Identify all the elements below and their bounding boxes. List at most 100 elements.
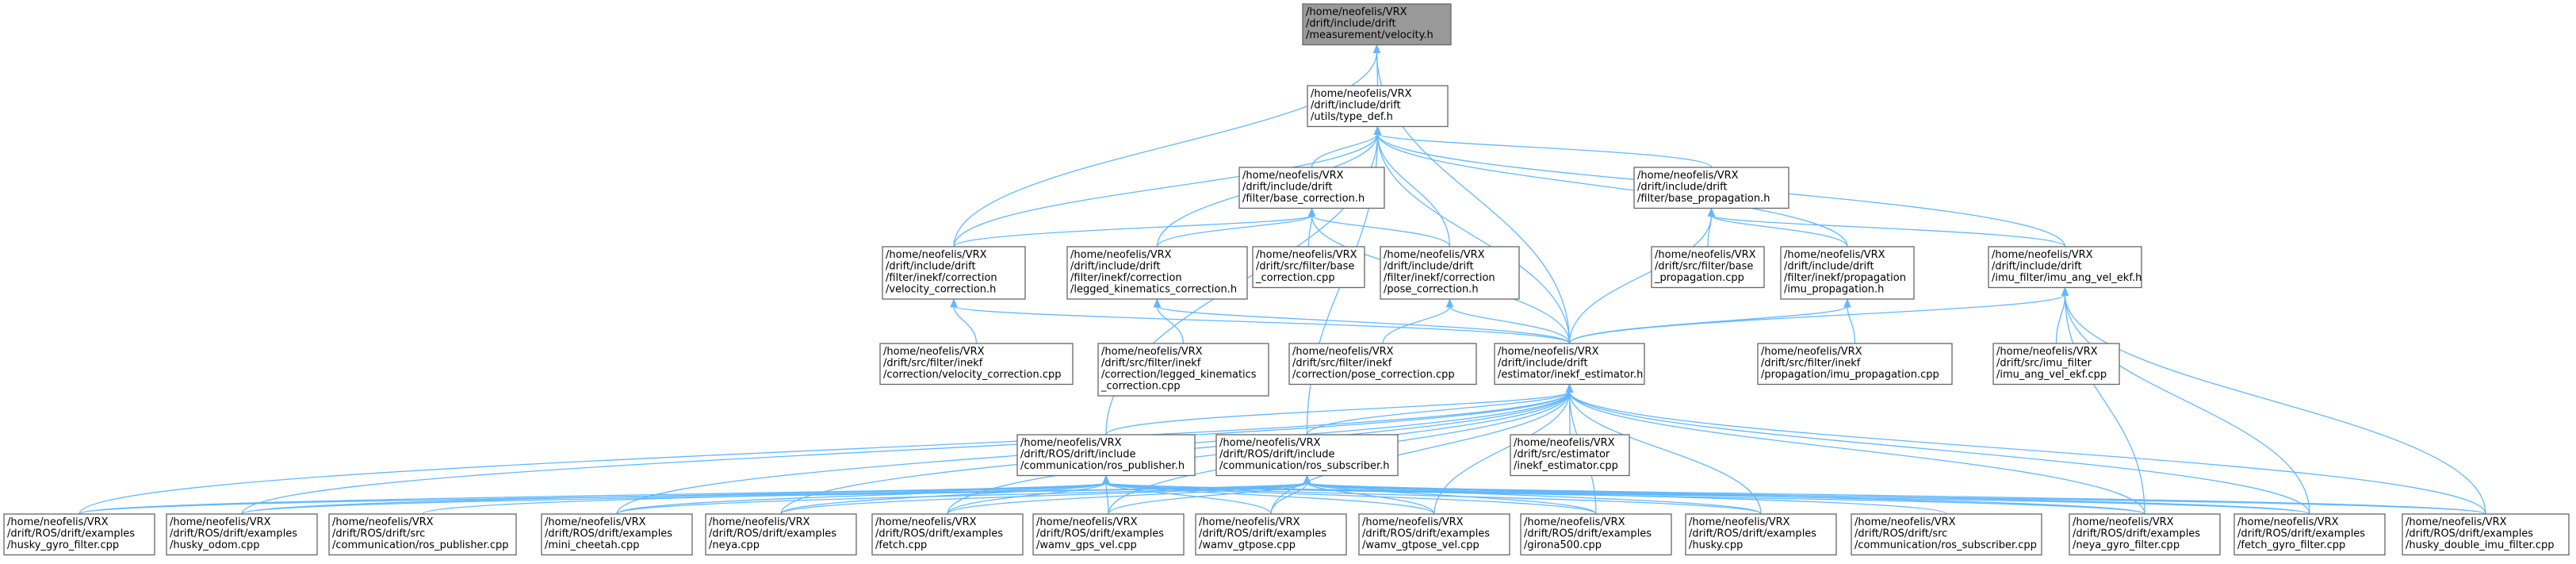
edge-line: [953, 305, 1571, 344]
edge-line: [1568, 391, 2145, 515]
node-inekf-estimator-cpp[interactable]: /home/neofelis/VRX/drift/src/estimator/i…: [1510, 434, 1630, 477]
node-husky-odom[interactable]: /home/neofelis/VRX/drift/ROS/drift/examp…: [166, 513, 318, 556]
node-wamv-gtpose[interactable]: /home/neofelis/VRX/drift/ROS/drift/examp…: [1195, 513, 1347, 556]
node-box: [879, 343, 1074, 386]
node-imu-ang-vel-ekf-h[interactable]: /home/neofelis/VRX/drift/include/drift/i…: [1988, 246, 2142, 289]
node-box: [1380, 246, 1520, 300]
node-label-line: _correction.cpp: [1100, 381, 1181, 393]
node-label-line: /home/neofelis/VRX: [1311, 88, 1412, 100]
node-box: [1757, 343, 1953, 386]
node-label-line: /drift/ROS/drift/examples: [2073, 528, 2200, 540]
node-label-line: _propagation.cpp: [1654, 272, 1744, 284]
node-girona500[interactable]: /home/neofelis/VRX/drift/ROS/drift/examp…: [1520, 513, 1672, 556]
node-label-line: /drift/include/drift: [1311, 100, 1401, 112]
node-label-line: /home/neofelis/VRX: [1655, 249, 1756, 261]
node-pose-correction-h[interactable]: /home/neofelis/VRX/drift/include/drift/f…: [1380, 246, 1520, 300]
node-fetch[interactable]: /home/neofelis/VRX/drift/ROS/drift/examp…: [871, 513, 1024, 556]
edge-pose_correction_h-to-base_correction_h: [1307, 207, 1451, 247]
edge-line: [78, 391, 1571, 515]
edge-line: [1105, 482, 1272, 515]
node-ros-subscriber-cpp[interactable]: /home/neofelis/VRX/drift/ROS/drift/src/c…: [1851, 513, 2042, 556]
node-neya[interactable]: /home/neofelis/VRX/drift/ROS/drift/examp…: [705, 513, 857, 556]
node-layer: /home/neofelis/VRX/drift/include/drift/m…: [3, 3, 2570, 556]
node-base-correction-h[interactable]: /home/neofelis/VRX/drift/include/drift/f…: [1238, 167, 1385, 209]
node-mini-cheetah[interactable]: /home/neofelis/VRX/drift/ROS/drift/examp…: [541, 513, 693, 556]
edge-legged_kinematics_correction_h-to-base_correction_h: [1156, 207, 1316, 247]
node-label-line: /home/neofelis/VRX: [1292, 346, 1394, 358]
node-label-line: /drift/include/drift: [1784, 261, 1874, 273]
node-label-line: /home/neofelis/VRX: [886, 249, 987, 261]
node-label-line: /drift/ROS/drift/examples: [1689, 528, 1816, 540]
node-velocity-correction-h[interactable]: /home/neofelis/VRX/drift/include/drift/f…: [882, 246, 1026, 300]
edge-line: [1156, 305, 1185, 344]
node-husky[interactable]: /home/neofelis/VRX/drift/ROS/drift/examp…: [1685, 513, 1837, 556]
node-label-line: /drift/ROS/drift/examples: [2406, 528, 2533, 540]
edge-line: [1376, 133, 1451, 247]
edge-line: [953, 52, 1378, 247]
arrowhead-icon: [1565, 383, 1574, 393]
edge-line: [1382, 305, 1451, 344]
edge-inekf_estimator_h-to-imu_propagation_h: [1568, 298, 1851, 344]
node-label-line: /pose_correction.h: [1384, 284, 1479, 296]
node-imu-propagation-h[interactable]: /home/neofelis/VRX/drift/include/drift/f…: [1780, 246, 1915, 300]
node-label-line: /fetch_gyro_filter.cpp: [2237, 539, 2345, 551]
edge-inekf_estimator_h-to-legged_kinematics_correction_h: [1153, 298, 1571, 344]
node-label-line: /home/neofelis/VRX: [1992, 249, 2093, 261]
node-legged-kinematics-correction-cpp[interactable]: /home/neofelis/VRX/drift/src/filter/inek…: [1097, 343, 1269, 397]
arrowhead-icon: [1307, 207, 1316, 217]
node-label-line: /imu_propagation.h: [1784, 284, 1884, 296]
node-legged-kinematics-correction-h[interactable]: /home/neofelis/VRX/drift/include/drift/f…: [1066, 246, 1248, 300]
arrowhead-icon: [1843, 298, 1851, 308]
node-label-line: /home/neofelis/VRX: [2073, 516, 2174, 528]
node-label-line: /drift/include/drift: [1070, 261, 1161, 273]
node-base-propagation-h[interactable]: /home/neofelis/VRX/drift/include/drift/f…: [1633, 167, 1789, 209]
node-label-line: /drift/include/drift: [1637, 182, 1728, 194]
node-label-line: /drift/ROS/drift/examples: [1524, 528, 1652, 540]
edge-husky_double_imu_filter-to-inekf_estimator_h: [1565, 383, 2486, 515]
node-label-line: /filter/inekf/correction: [1070, 272, 1182, 284]
node-label-line: /home/neofelis/VRX: [1996, 346, 2098, 358]
edge-line: [1568, 215, 1713, 344]
arrowhead-icon: [950, 298, 958, 308]
edge-line: [1105, 482, 1762, 515]
node-inekf-estimator-h[interactable]: /home/neofelis/VRX/drift/include/drift/e…: [1494, 343, 1645, 386]
node-neya-gyro-filter[interactable]: /home/neofelis/VRX/drift/ROS/drift/examp…: [2069, 513, 2221, 556]
node-ros-subscriber-h[interactable]: /home/neofelis/VRX/drift/ROS/drift/inclu…: [1215, 434, 1399, 477]
edge-line: [1306, 482, 1435, 515]
node-velocity-correction-cpp[interactable]: /home/neofelis/VRX/drift/src/filter/inek…: [879, 343, 1074, 386]
node-label-line: /drift/src/filter/base: [1256, 261, 1354, 273]
node-box: [166, 513, 318, 556]
node-imu-ang-vel-ekf-cpp[interactable]: /home/neofelis/VRX/drift/src/imu_filter/…: [1992, 343, 2120, 386]
node-label-line: /neya.cpp: [709, 539, 760, 551]
node-label-line: /drift/ROS/drift/examples: [545, 528, 672, 540]
arrowhead-icon: [1303, 474, 1311, 484]
edge-line: [1270, 482, 1308, 515]
edge-neya_gyro_filter-to-imu_ang_vel_ekf_h: [2061, 286, 2145, 515]
node-imu-propagation-cpp[interactable]: /home/neofelis/VRX/drift/src/filter/inek…: [1757, 343, 1953, 386]
node-fetch-gyro-filter[interactable]: /home/neofelis/VRX/drift/ROS/drift/examp…: [2233, 513, 2386, 556]
node-label-line: /inekf_estimator.cpp: [1514, 460, 1618, 472]
node-label-line: /drift/ROS/drift/src: [332, 528, 425, 540]
edge-imu_ang_vel_ekf_h-to-base_propagation_h: [1707, 207, 2066, 247]
edge-line: [1710, 214, 1848, 247]
node-box: [1302, 3, 1452, 46]
node-husky-double-imu-filter[interactable]: /home/neofelis/VRX/drift/ROS/drift/examp…: [2402, 513, 2570, 556]
node-husky-gyro-filter[interactable]: /home/neofelis/VRX/drift/ROS/drift/examp…: [3, 513, 155, 556]
node-pose-correction-cpp[interactable]: /home/neofelis/VRX/drift/src/filter/inek…: [1288, 343, 1477, 386]
node-wamv-gps-vel[interactable]: /home/neofelis/VRX/drift/ROS/drift/examp…: [1032, 513, 1185, 556]
node-box: [2402, 513, 2570, 556]
node-label-line: /drift/include/drift: [1498, 358, 1588, 370]
node-base-propagation-cpp[interactable]: /home/neofelis/VRX/drift/src/filter/base…: [1651, 246, 1765, 289]
edge-wamv_gtpose-to-ros_publisher_h: [1102, 474, 1272, 515]
node-label-line: /filter/base_propagation.h: [1637, 193, 1770, 205]
edge-line: [1105, 482, 1435, 515]
node-type-def[interactable]: /home/neofelis/VRX/drift/include/drift/u…: [1307, 85, 1449, 128]
node-box: [871, 513, 1024, 556]
node-label-line: /drift/include/drift: [886, 261, 976, 273]
node-base-correction-cpp[interactable]: /home/neofelis/VRX/drift/src/filter/base…: [1252, 246, 1365, 289]
node-wamv-gtpose-vel[interactable]: /home/neofelis/VRX/drift/ROS/drift/examp…: [1358, 513, 1510, 556]
node-ros-publisher-cpp[interactable]: /home/neofelis/VRX/drift/ROS/drift/src/c…: [328, 513, 517, 556]
node-box: [3, 513, 155, 556]
node-ros-publisher-h[interactable]: /home/neofelis/VRX/drift/ROS/drift/inclu…: [1016, 434, 1196, 477]
